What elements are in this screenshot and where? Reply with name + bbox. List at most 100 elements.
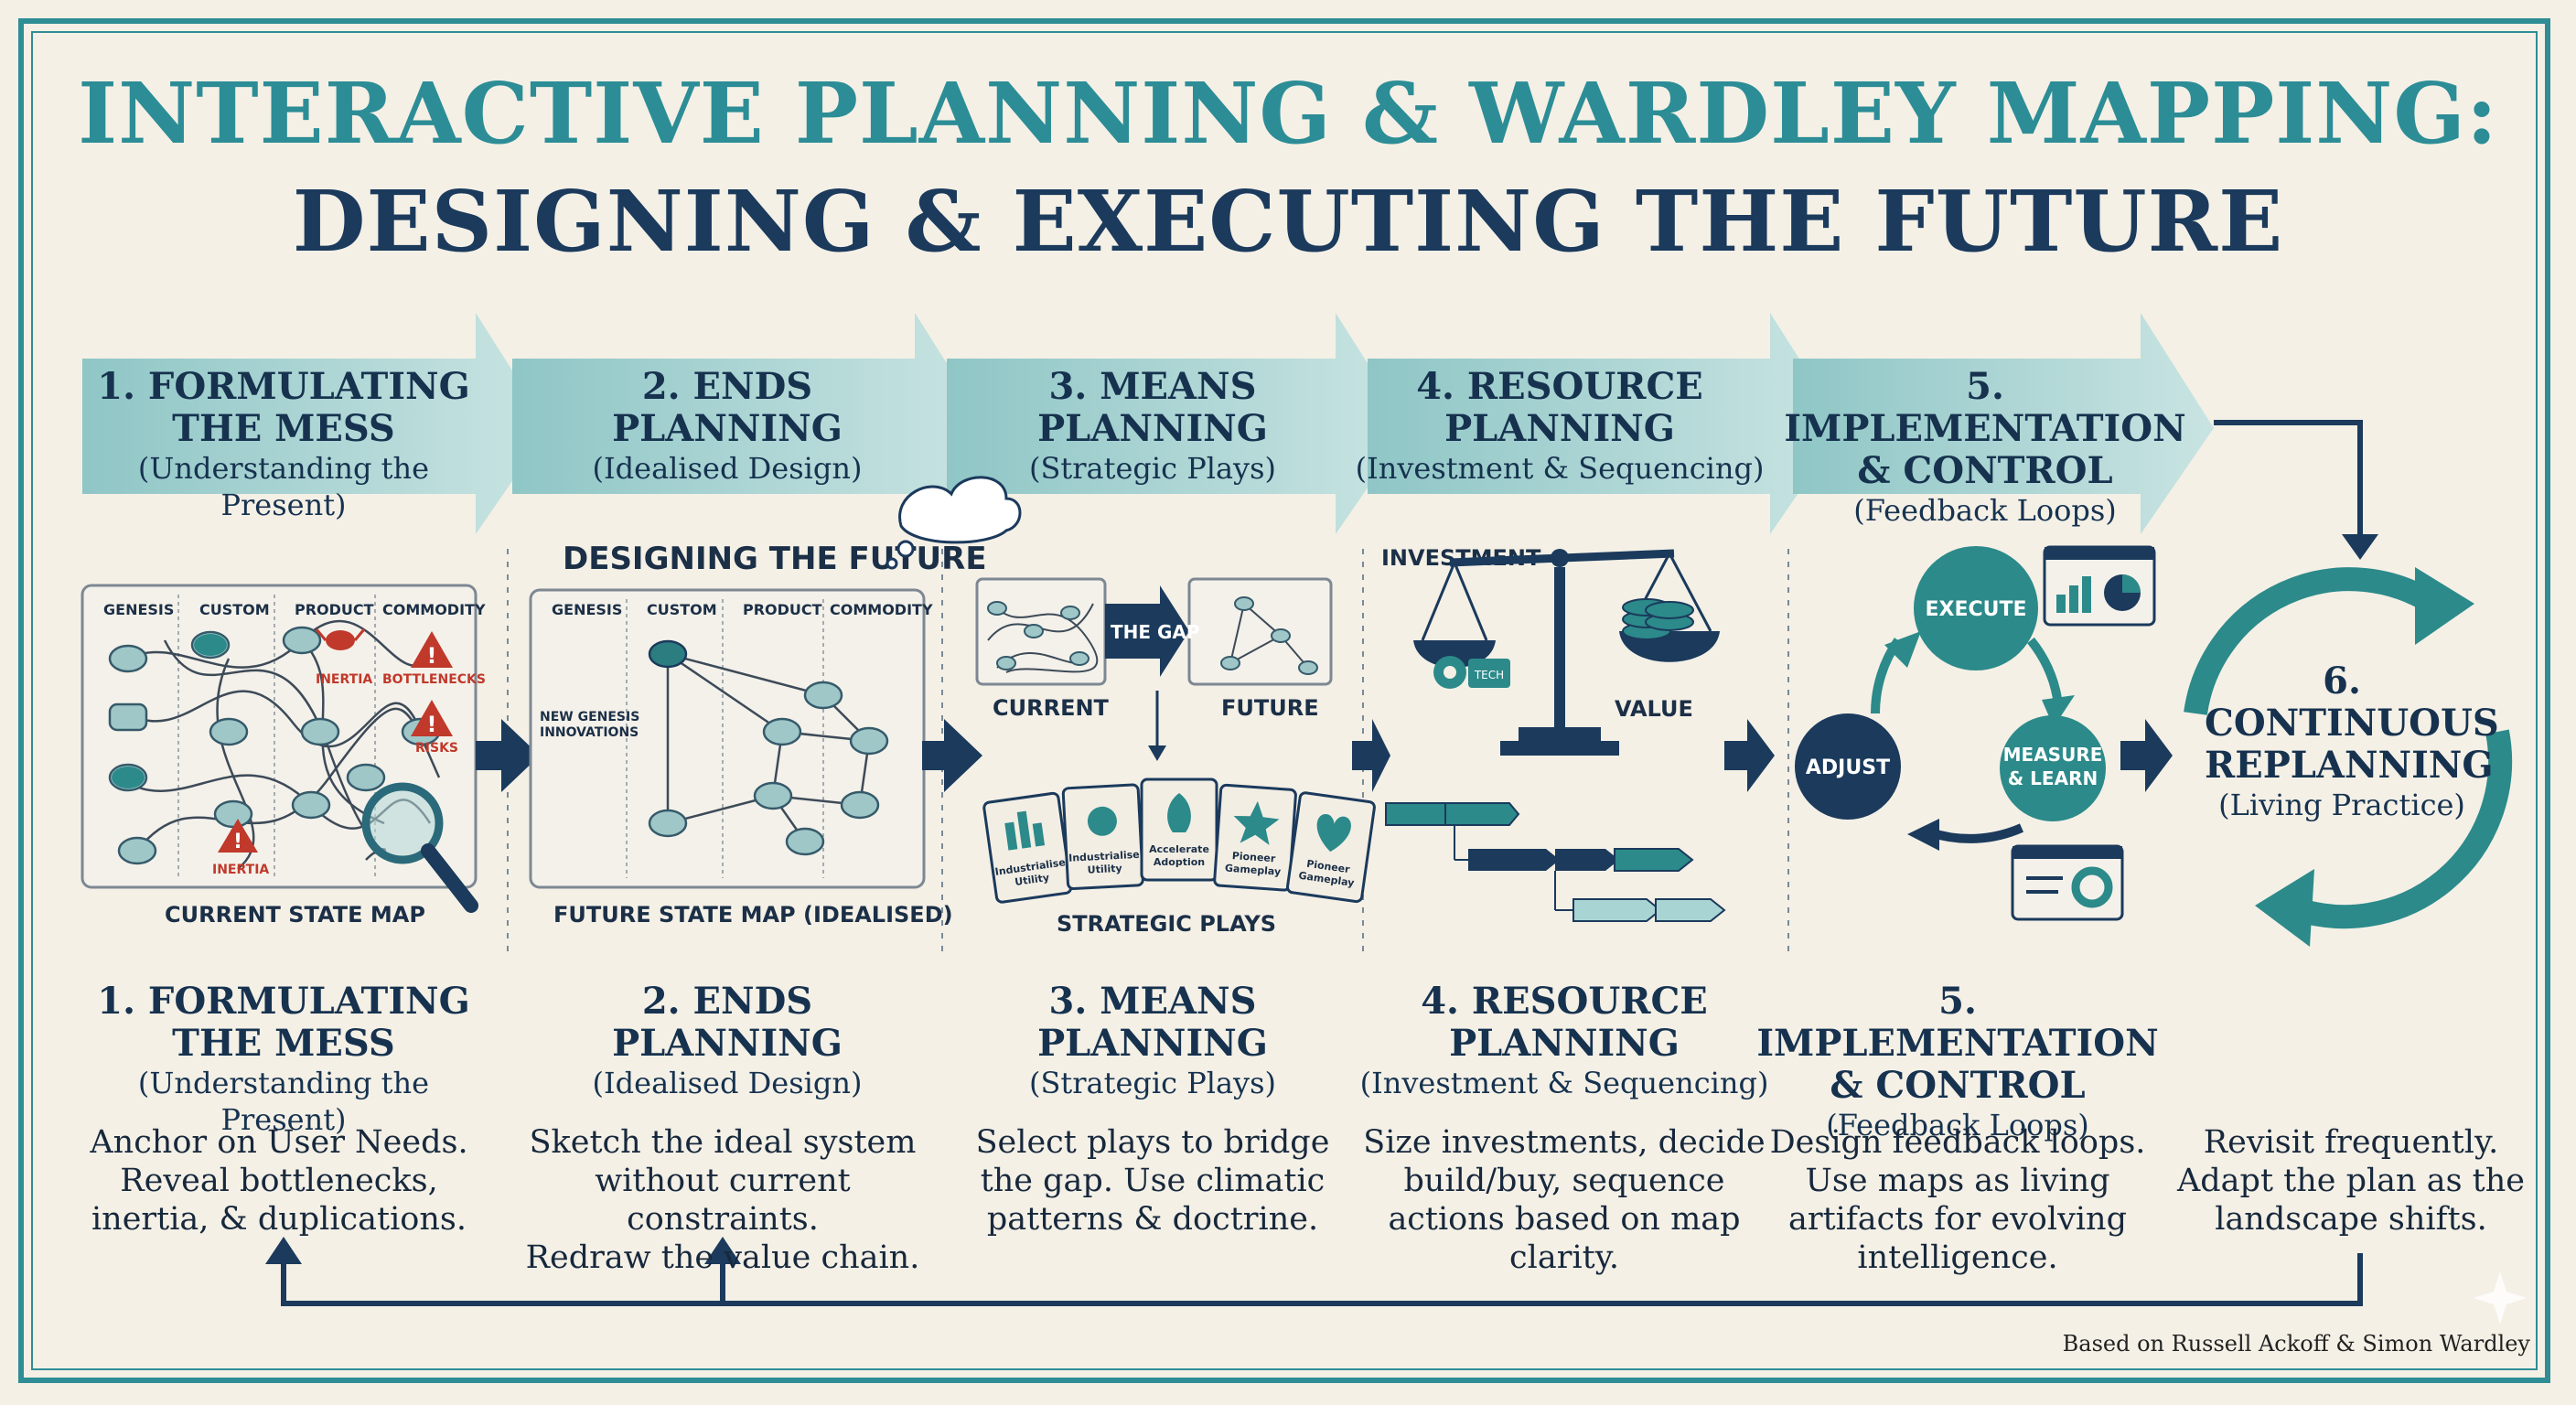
lower-5-subtitle: (Feedback Loops) <box>1826 1108 2089 1142</box>
lower-3-name-line1: 3. MEANS <box>1048 980 1257 1023</box>
description-4-line4: clarity. <box>1509 1239 1619 1276</box>
p2-col-custom: CUSTOM <box>647 601 717 618</box>
dashboard-donut-icon <box>2011 844 2124 921</box>
lower-stage-3: 3. MEANS PLANNING (Strategic Plays) <box>942 981 1363 1101</box>
chevron-5 <box>1793 313 2214 534</box>
description-4-line1: Size investments, decide <box>1363 1124 1766 1161</box>
description-6-line2: Adapt the plan as the <box>2177 1163 2525 1199</box>
card-4-line1: Pioneer <box>1231 850 1276 864</box>
process-chevrons <box>82 313 2214 534</box>
lower-2-name-line2: PLANNING <box>612 1022 843 1065</box>
description-3: Select plays to bridge the gap. Use clim… <box>942 1123 1363 1239</box>
chevron-stage-5: 5. IMPLEMENTATION & CONTROL (Feedback Lo… <box>1775 366 2195 529</box>
chevron-5-name-line2: & CONTROL <box>1857 449 2113 492</box>
p5-execute-label: EXECUTE <box>1925 598 2026 621</box>
chevron-3-name-line2: PLANNING <box>1037 407 1268 450</box>
inner-frame <box>31 31 2538 1370</box>
p3-caption: STRATEGIC PLAYS <box>1057 911 1276 937</box>
chevron-3-subtitle: (Strategic Plays) <box>1028 451 1277 486</box>
description-2-line1: Sketch the ideal system <box>529 1124 917 1161</box>
p4-value-label: VALUE <box>1615 696 1693 722</box>
gap-arrow <box>1105 585 1189 677</box>
lower-4-name-line1: 4. RESOURCE <box>1421 980 1708 1023</box>
chevron-2 <box>512 313 988 534</box>
chevron-3 <box>947 313 1409 534</box>
p1-col-genesis: GENESIS <box>103 601 174 618</box>
card-2-line2: Utility <box>1087 863 1122 876</box>
chevron-stage-4: 4. RESOURCE PLANNING (Investment & Seque… <box>1354 366 1766 487</box>
lower-3-name-line2: PLANNING <box>1037 1022 1268 1065</box>
card-1-line2: Utility <box>1014 872 1050 888</box>
description-2-line2: without current constraints. <box>595 1163 851 1238</box>
p1-risks-label: RISKS <box>415 741 458 756</box>
stage-6-line1: 6. <box>2323 660 2361 702</box>
lower-2-subtitle: (Idealised Design) <box>592 1066 863 1100</box>
title-line-1: INTERACTIVE PLANNING & WARDLEY MAPPING: <box>78 64 2498 163</box>
lower-stage-1: 1. FORMULATING THE MESS (Understanding t… <box>73 981 494 1138</box>
description-6: Revisit frequently. Adapt the plan as th… <box>2168 1123 2534 1239</box>
stage-6-line2: CONTINUOUS <box>2205 702 2499 745</box>
card-3-line1: Accelerate <box>1149 843 1209 855</box>
p2-col-genesis: GENESIS <box>552 601 622 618</box>
p1-col-commodity: COMMODITY <box>382 601 486 618</box>
description-2: Sketch the ideal system without current … <box>494 1123 951 1277</box>
description-2-line3: Redraw the value chain. <box>525 1239 920 1276</box>
card-4-line2: Gameplay <box>1225 863 1282 878</box>
p5-adjust-label: ADJUST <box>1806 756 1890 779</box>
description-1-line2: Reveal bottlenecks, <box>120 1163 438 1199</box>
chevron-4 <box>1368 313 1843 534</box>
chevron-stage-1: 1. FORMULATING THE MESS (Understanding t… <box>82 366 485 523</box>
stage-6-subtitle: (Living Practice) <box>2218 788 2465 822</box>
replanning-cycle-icon <box>2184 567 2513 947</box>
arrow-2-3 <box>922 719 982 792</box>
p3-future-label: FUTURE <box>1221 695 1319 721</box>
dashboard-chart-icon <box>2043 545 2156 627</box>
outer-frame <box>18 18 2550 1383</box>
lower-5-name-line2: & CONTROL <box>1830 1064 2086 1107</box>
description-6-line1: Revisit frequently. <box>2203 1124 2499 1161</box>
p5-measure-line1: MEASURE <box>2003 744 2103 766</box>
gap-maps <box>975 577 1333 686</box>
arrow-1-2 <box>476 719 540 792</box>
p2-innovations-line1: NEW GENESIS <box>540 710 639 724</box>
arrow-5-6 <box>2120 719 2173 792</box>
p5-measure-line2: & LEARN <box>2008 767 2098 789</box>
title-line-2: DESIGNING & EXECUTING THE FUTURE <box>292 172 2284 271</box>
magnifier-icon <box>361 782 478 913</box>
lower-stage-4: 4. RESOURCE PLANNING (Investment & Seque… <box>1354 981 1775 1101</box>
description-3-line2: the gap. Use climatic <box>980 1163 1326 1199</box>
lower-3-subtitle: (Strategic Plays) <box>1028 1066 1277 1100</box>
description-4-line3: actions based on map <box>1388 1201 1741 1238</box>
lower-4-name-line2: PLANNING <box>1449 1022 1680 1065</box>
warning-icon: ! ! ! <box>218 631 453 853</box>
lower-5-name-line1: 5. IMPLEMENTATION <box>1756 980 2159 1065</box>
chevron-5-name-line1: 5. IMPLEMENTATION <box>1784 365 2186 450</box>
svg-text:!: ! <box>427 712 437 737</box>
p1-col-custom: CUSTOM <box>199 601 270 618</box>
card-2-line1: Industrialise <box>1068 849 1140 864</box>
p2-caption: FUTURE STATE MAP (IDEALISED) <box>553 902 953 928</box>
lower-stage-5: 5. IMPLEMENTATION & CONTROL (Feedback Lo… <box>1747 981 2168 1143</box>
lower-1-name-line1: 1. FORMULATING <box>97 980 470 1023</box>
crab-icon <box>315 628 366 650</box>
chevron-1-name-line1: 1. FORMULATING <box>97 365 470 408</box>
stage-6-line3: REPLANNING <box>2205 744 2494 787</box>
lower-1-subtitle: (Understanding the Present) <box>137 1066 430 1137</box>
arrow-4-5 <box>1724 719 1775 792</box>
chevron-stage-3: 3. MEANS PLANNING (Strategic Plays) <box>951 366 1354 487</box>
balance-scale-icon <box>1413 549 1720 756</box>
bottom-feedback-line <box>265 1237 2363 1306</box>
p2-col-commodity: COMMODITY <box>830 601 933 618</box>
sparkle-icon <box>2474 1271 2527 1325</box>
description-4-line2: build/buy, sequence <box>1403 1163 1725 1199</box>
gantt-sequence <box>1385 802 1726 922</box>
chevron-4-name-line2: PLANNING <box>1444 407 1675 450</box>
chevron-stage-2: 2. ENDS PLANNING (Idealised Design) <box>526 366 928 487</box>
chevron-1-name-line2: THE MESS <box>172 407 395 450</box>
strategy-cards: Industrialise Utility Industrialise Util… <box>982 778 1376 904</box>
description-5-line4: intelligence. <box>1857 1239 2058 1276</box>
description-5-line3: artifacts for evolving <box>1788 1201 2127 1238</box>
description-1-line3: inertia, & duplications. <box>91 1201 467 1238</box>
